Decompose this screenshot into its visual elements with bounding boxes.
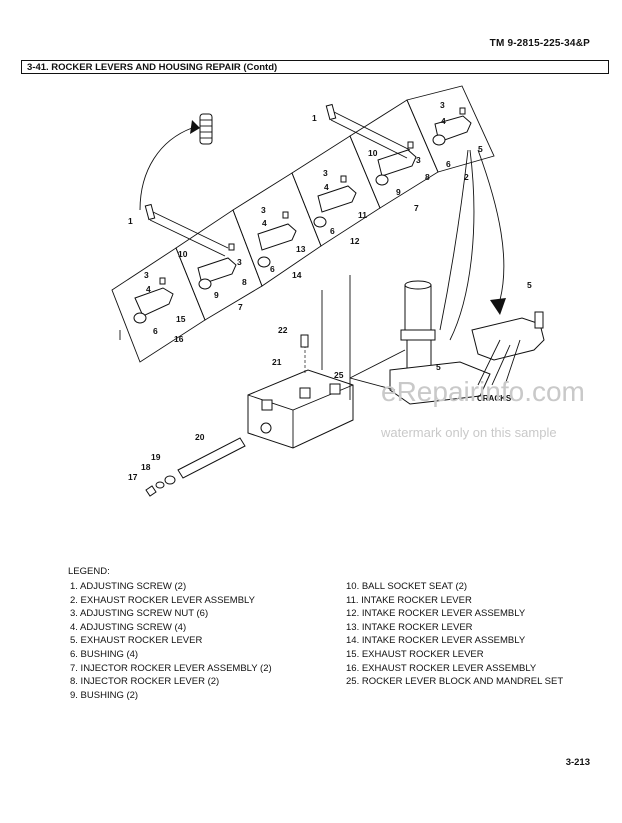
legend-item: 5. EXHAUST ROCKER LEVER	[70, 635, 203, 647]
legend-item: 14. INTAKE ROCKER LEVER ASSEMBLY	[346, 635, 526, 647]
callout-3d: 3	[261, 205, 266, 215]
callout-9b: 9	[396, 187, 401, 197]
legend-item: 9. BUSHING (2)	[70, 689, 139, 701]
callout-7b: 7	[414, 203, 419, 213]
callout-17: 17	[128, 472, 138, 482]
callout-6: 6	[153, 326, 158, 336]
legend-title: LEGEND:	[68, 566, 110, 577]
callout-4: 4	[441, 116, 446, 126]
legend-item: 15. EXHAUST ROCKER LEVER	[346, 648, 484, 660]
callout-13: 13	[296, 244, 306, 254]
callout-labels: 1 1 2 3 3 3 3 3 3 4 4 4 4 5 5 5 6 6 6 6 …	[128, 100, 532, 482]
legend-item: 11. INTAKE ROCKER LEVER	[346, 594, 472, 606]
lower-parts	[145, 437, 246, 497]
callout-11: 11	[358, 210, 367, 220]
callout-3e: 3	[323, 168, 328, 178]
rocker-levers	[133, 107, 472, 324]
callout-1: 1	[128, 216, 133, 226]
legend-item: 13. INTAKE ROCKER LEVER	[346, 621, 473, 633]
callout-1b: 1	[312, 113, 317, 123]
callout-5c: 5	[436, 362, 441, 372]
callout-22: 22	[278, 325, 288, 335]
exploded-view-diagram: 1 1 2 3 3 3 3 3 3 4 4 4 4 5 5 5 6 6 6 6 …	[111, 85, 585, 497]
callout-6c: 6	[330, 226, 335, 236]
callout-12: 12	[350, 236, 360, 246]
callout-21: 21	[272, 357, 282, 367]
callout-3c: 3	[237, 257, 242, 267]
callout-5b: 5	[527, 280, 532, 290]
spring-detail	[139, 113, 213, 211]
callout-8: 8	[242, 277, 247, 287]
legend-item: 8. INJECTOR ROCKER LEVER (2)	[70, 676, 220, 688]
adjusting-screws	[144, 103, 411, 257]
detail-arrows	[439, 149, 506, 341]
callout-16: 16	[174, 334, 184, 344]
legend-right-column: 10. BALL SOCKET SEAT (2) 11. INTAKE ROCK…	[346, 580, 563, 689]
callout-9: 9	[214, 290, 219, 300]
callout-19: 19	[151, 452, 161, 462]
legend-item: 16. EXHAUST ROCKER LEVER ASSEMBLY	[346, 662, 537, 674]
callout-3b: 3	[144, 270, 149, 280]
callout-6b: 6	[270, 264, 275, 274]
callout-10b: 10	[368, 148, 378, 158]
legend-item: 10. BALL SOCKET SEAT (2)	[346, 581, 468, 592]
watermark-note: watermark only on this sample	[380, 425, 557, 440]
callout-4b: 4	[146, 284, 151, 294]
callout-4d: 4	[324, 182, 329, 192]
watermark-site: eRepairinfo.com	[381, 376, 585, 407]
mandrel-block	[349, 280, 491, 405]
legend-item: 1. ADJUSTING SCREW (2)	[70, 581, 187, 592]
callout-2: 2	[464, 172, 469, 182]
callout-7: 7	[238, 302, 243, 312]
exhaust-lever-detail	[471, 311, 545, 386]
callout-10: 10	[178, 249, 188, 259]
callout-3: 3	[440, 100, 445, 110]
callout-6d: 6	[446, 159, 451, 169]
cracks-label: CRACKS	[477, 394, 512, 403]
callout-25: 25	[334, 370, 344, 380]
callout-8b: 8	[425, 172, 430, 182]
callout-5: 5	[478, 144, 483, 154]
callout-14: 14	[292, 270, 302, 280]
legend-left-column: 1. ADJUSTING SCREW (2) 2. EXHAUST ROCKER…	[70, 580, 272, 702]
callout-15: 15	[176, 314, 186, 324]
rocker-housing	[119, 275, 354, 449]
callout-20: 20	[195, 432, 205, 442]
rocker-shaft-panels	[111, 85, 495, 363]
legend-item: 2. EXHAUST ROCKER LEVER ASSEMBLY	[70, 594, 255, 606]
callout-18: 18	[141, 462, 151, 472]
section-title: 3-41. ROCKER LEVERS AND HOUSING REPAIR (…	[21, 60, 609, 74]
legend-item: 12. INTAKE ROCKER LEVER ASSEMBLY	[346, 608, 526, 620]
legend-item: 7. INJECTOR ROCKER LEVER ASSEMBLY (2)	[70, 662, 272, 674]
legend-item: 4. ADJUSTING SCREW (4)	[70, 621, 187, 633]
legend-item: 6. BUSHING (4)	[70, 648, 139, 660]
legend-item: 3. ADJUSTING SCREW NUT (6)	[70, 608, 209, 620]
callout-4c: 4	[262, 218, 267, 228]
callout-3f: 3	[416, 155, 421, 165]
page-number: 3-213	[565, 757, 590, 768]
document-number: TM 9-2815-225-34&P	[489, 38, 590, 49]
legend-item: 25. ROCKER LEVER BLOCK AND MANDREL SET	[346, 676, 564, 688]
